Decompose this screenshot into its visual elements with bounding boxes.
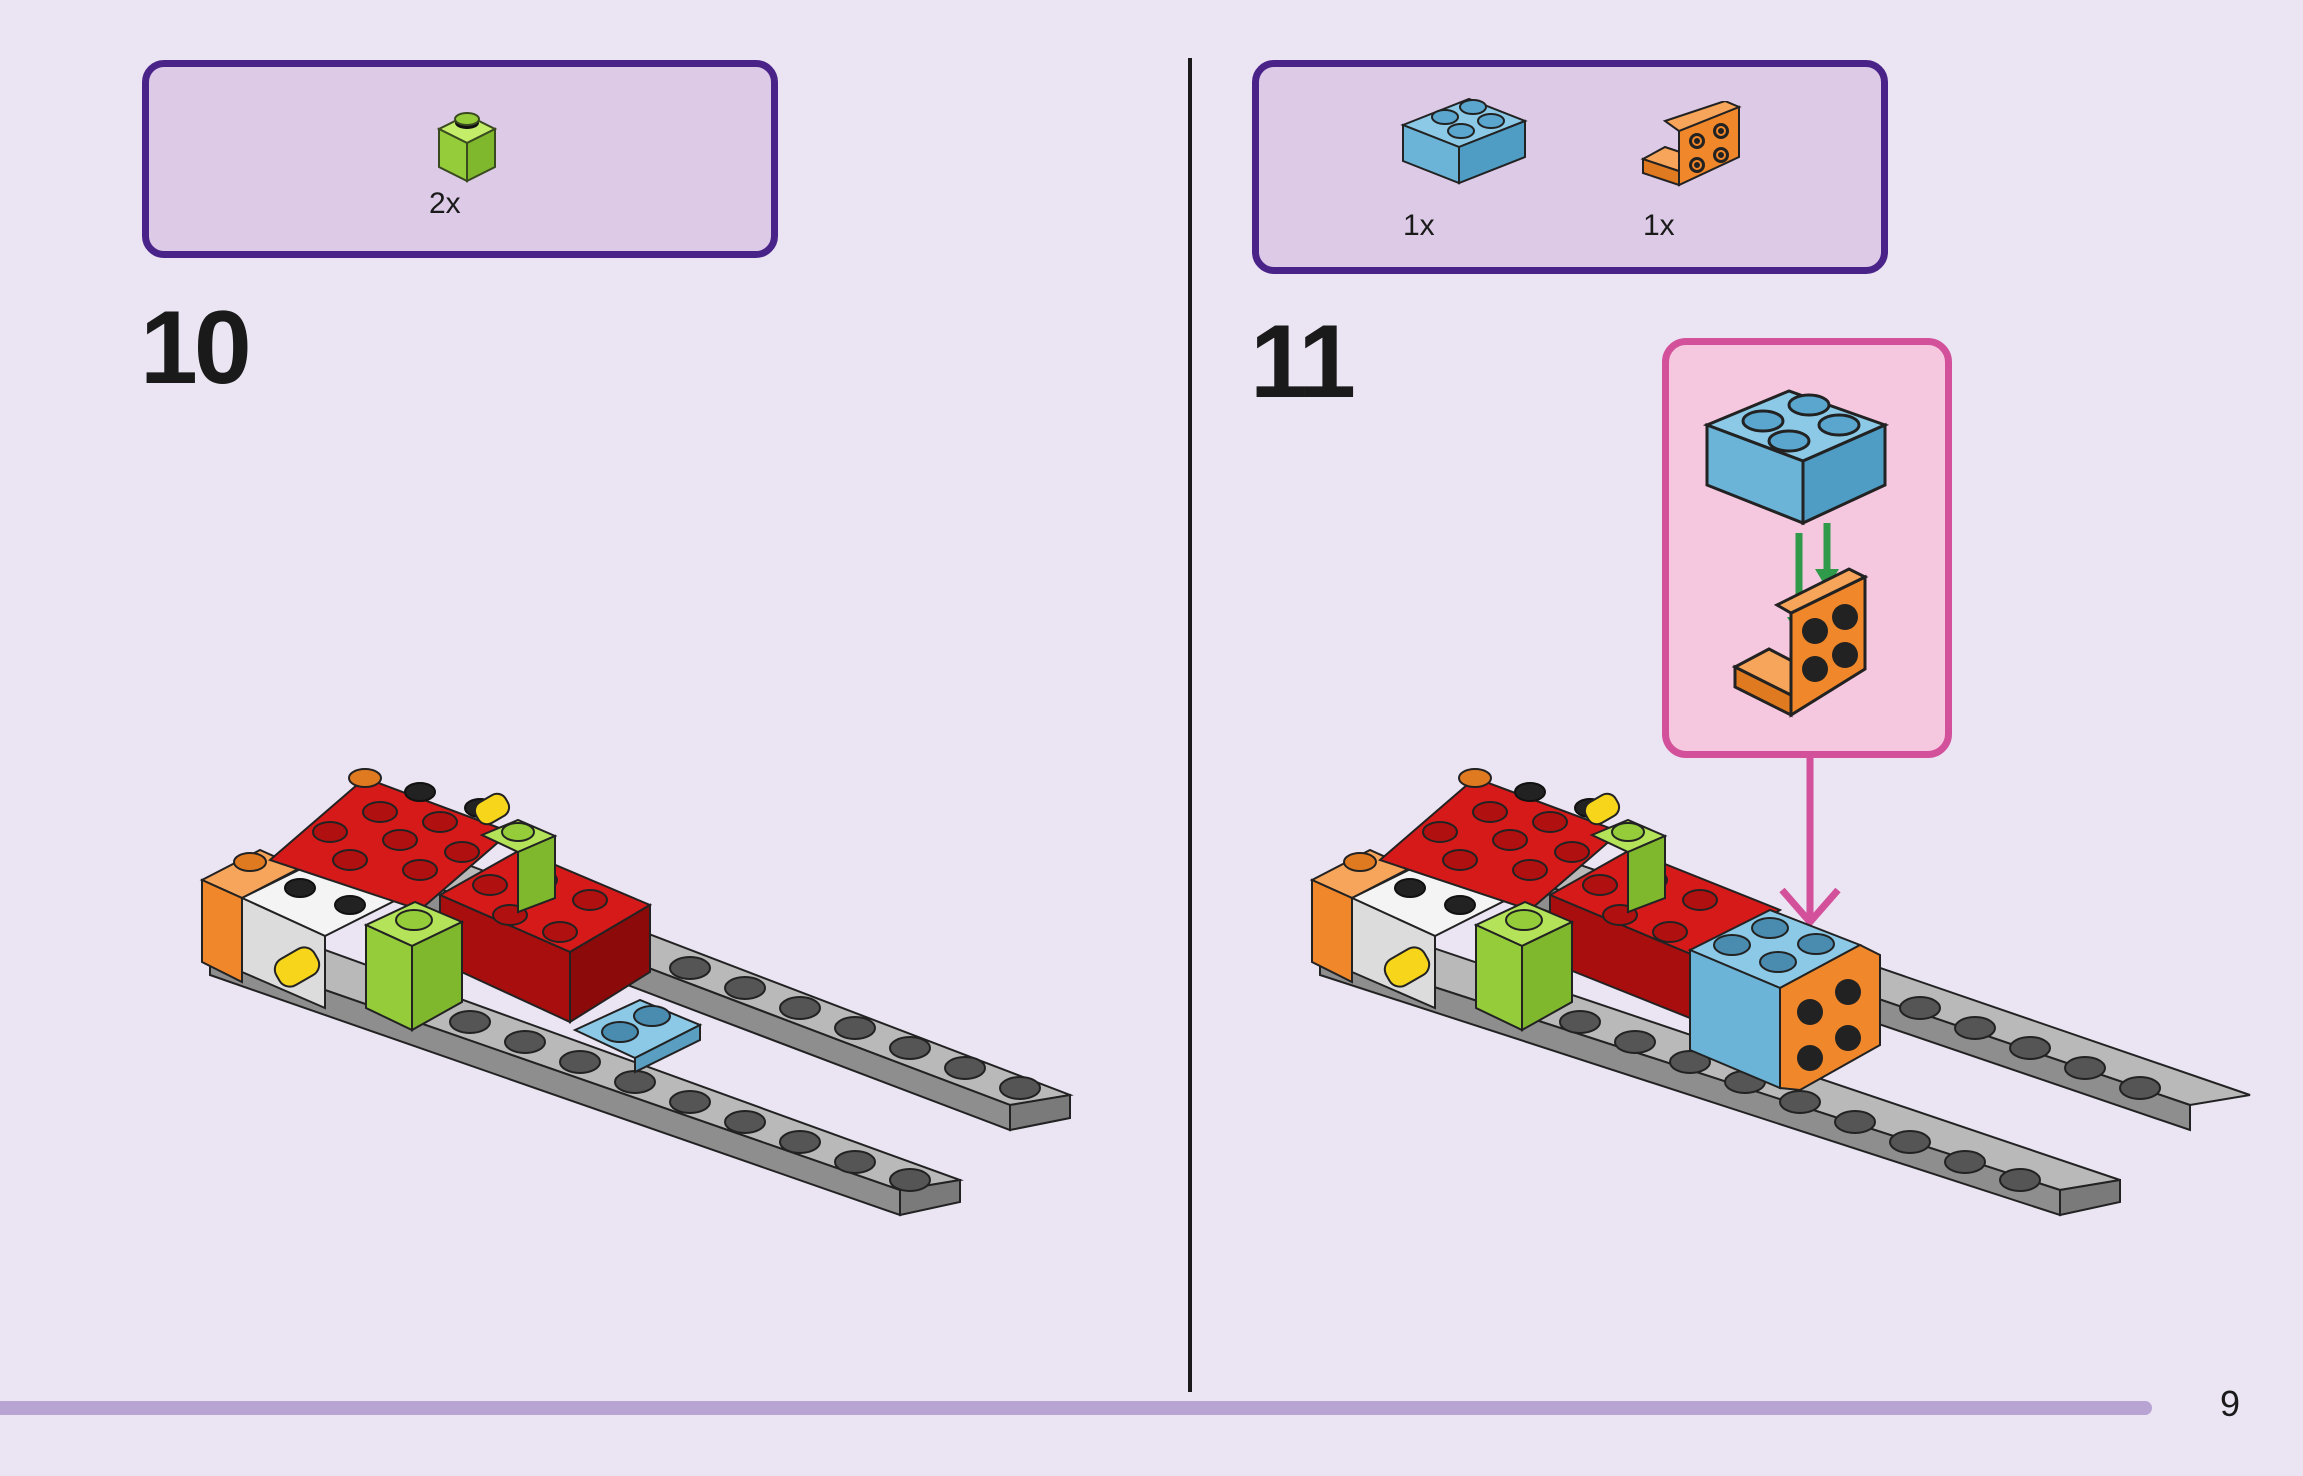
step-divider (1188, 58, 1192, 1392)
part-quantity: 1x (1403, 209, 1435, 242)
step-11-assembly-illustration (1309, 768, 2251, 1217)
sub-assembly-callout (1662, 338, 1952, 758)
page-progress-bar (0, 1401, 2152, 1415)
part-quantity: 2x (429, 187, 461, 220)
blue-2x2-brick-icon (1400, 97, 1528, 185)
part-quantity: 1x (1643, 209, 1675, 242)
lime-1x1-brick-icon (436, 112, 498, 183)
orange-bracket-plate-icon (1640, 101, 1742, 187)
placement-arrow (1779, 758, 1841, 928)
step-10-assembly-illustration (199, 768, 1074, 1217)
parts-box-step-10: 2x (142, 60, 778, 258)
callout-sub-assembly-illustration (1702, 389, 1890, 718)
step-number: 10 (140, 290, 252, 406)
parts-box-step-11: 1x 1x (1252, 60, 1888, 274)
step-number: 11 (1250, 304, 1356, 420)
page-number: 9 (2220, 1383, 2241, 1424)
